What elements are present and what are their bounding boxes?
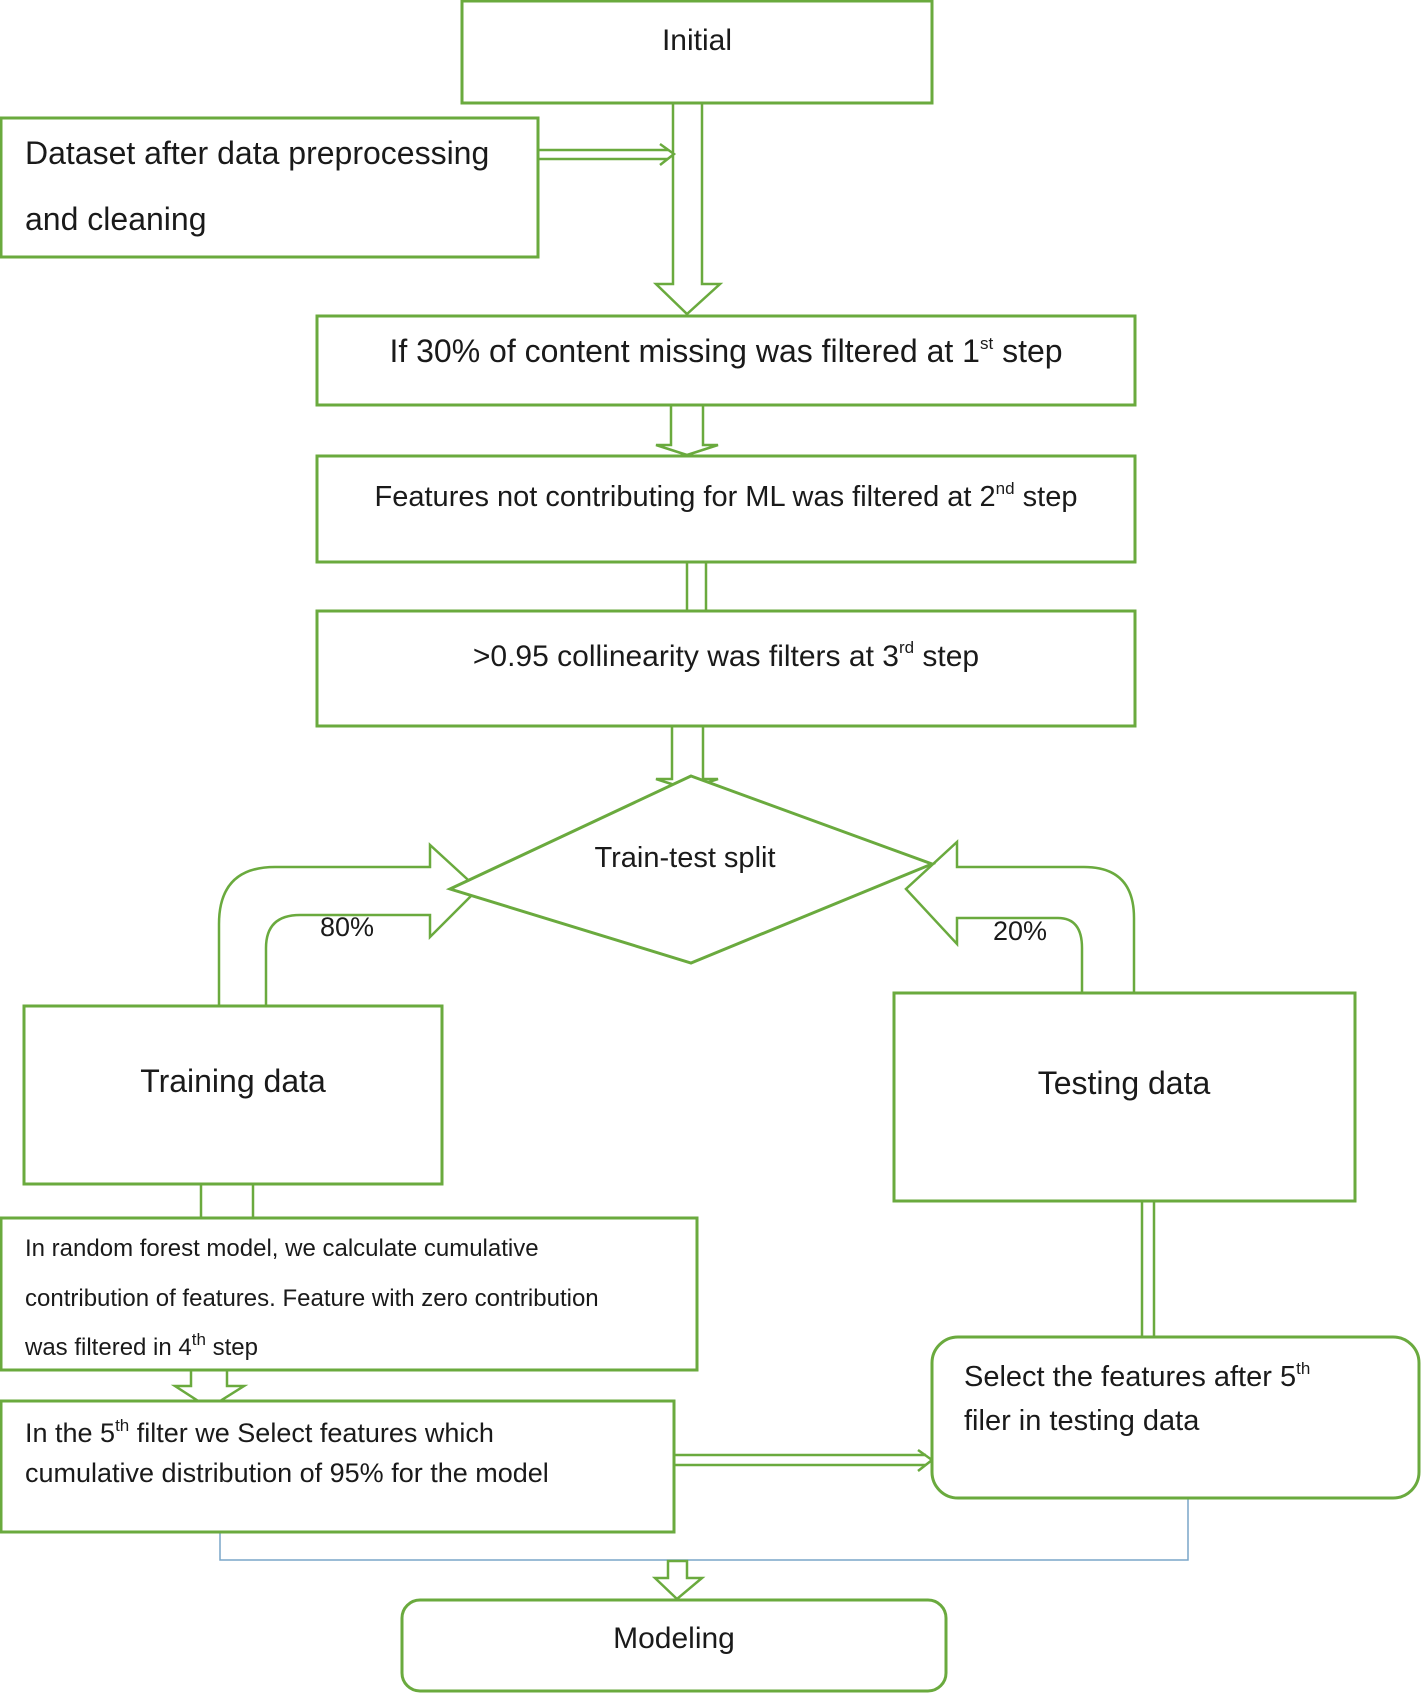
arrow-testing-to-select (1140, 1201, 1156, 1338)
node-random-forest: In random forest model, we calculate cum… (0, 1216, 699, 1372)
node-step2: Features not contributing for ML was fil… (315, 454, 1137, 564)
node-training-label: Training data (140, 1063, 326, 1099)
arrow-dataset-to-flow (538, 142, 677, 166)
node-initial: Initial (460, 0, 934, 105)
percent-test: 20% (993, 916, 1047, 946)
arrow-filter5-to-select (675, 1448, 935, 1472)
merge-line (219, 1498, 1189, 1561)
node-modeling-label: Modeling (613, 1622, 735, 1655)
node-step1: If 30% of content missing was filtered a… (315, 314, 1137, 407)
node-testing-label: Testing data (1038, 1065, 1211, 1101)
node-select-line1: Select the features after 5th (964, 1359, 1310, 1393)
node-split: Train-test split (445, 774, 937, 965)
arrow-training-to-split (217, 842, 480, 1008)
node-step3-label: >0.95 collinearity was filters at 3rd st… (473, 638, 979, 673)
node-dataset-line1: Dataset after data preprocessing (25, 135, 489, 171)
node-step1-label: If 30% of content missing was filtered a… (389, 333, 1062, 369)
node-filter5-line1: In the 5th filter we Select features whi… (25, 1416, 494, 1448)
percent-train: 80% (320, 912, 374, 942)
arrow-step1-to-step2 (655, 403, 719, 457)
node-filter5-line2: cumulative distribution of 95% for the m… (25, 1458, 549, 1488)
node-dataset-line2: and cleaning (25, 201, 206, 237)
node-training: Training data (22, 1004, 444, 1186)
arrow-merge-to-modeling (651, 1559, 706, 1601)
node-step2-label: Features not contributing for ML was fil… (375, 479, 1078, 513)
arrow-initial-to-step1 (652, 101, 724, 316)
node-select-features: Select the features after 5th filer in t… (930, 1335, 1421, 1500)
node-initial-label: Initial (662, 24, 732, 57)
node-dataset: Dataset after data preprocessing and cle… (0, 116, 540, 259)
node-select-line2: filer in testing data (964, 1405, 1200, 1437)
node-rf-line1: In random forest model, we calculate cum… (25, 1235, 539, 1262)
arrow-training-to-rf (199, 1182, 255, 1220)
node-testing: Testing data (892, 991, 1357, 1203)
node-filter5: In the 5th filter we Select features whi… (0, 1399, 676, 1534)
node-modeling: Modeling (400, 1598, 948, 1693)
arrow-step2-to-step3 (685, 560, 708, 613)
node-step3: >0.95 collinearity was filters at 3rd st… (315, 609, 1137, 728)
node-rf-line3: was filtered in 4th step (24, 1330, 258, 1361)
node-split-label: Train-test split (594, 842, 775, 874)
node-rf-line2: contribution of features. Feature with z… (25, 1285, 599, 1312)
arrow-rf-to-filter5 (170, 1368, 249, 1410)
